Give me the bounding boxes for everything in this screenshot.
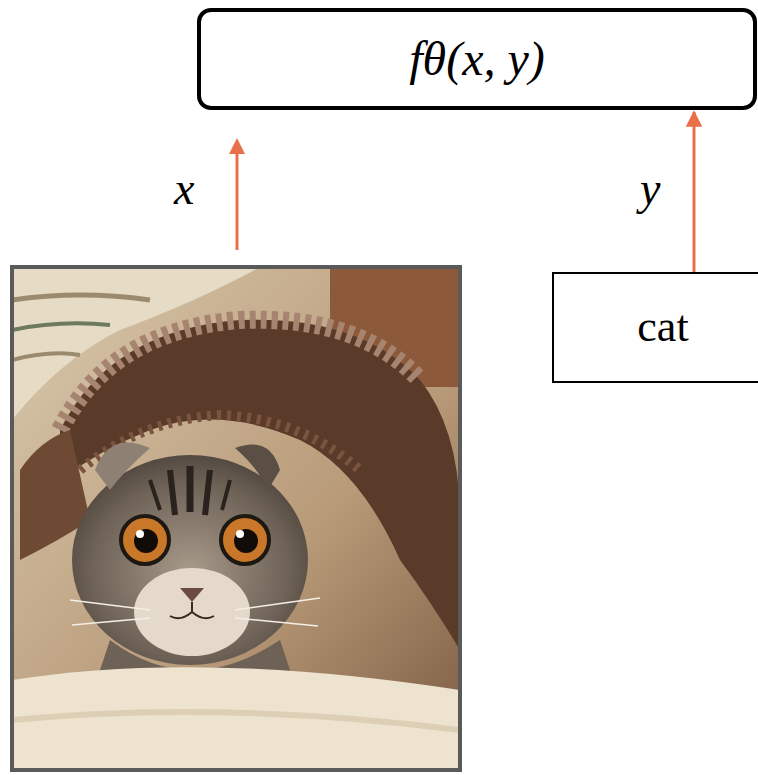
input-variable: y: [640, 164, 660, 215]
label-box: cat: [552, 272, 758, 383]
input-arrow: [236, 150, 239, 250]
function-name: fθ(x, y): [409, 33, 545, 86]
function-box: fθ(x, y): [197, 8, 757, 110]
input-variable: x: [174, 164, 194, 215]
input-arrow: [693, 112, 696, 272]
arrow-head: [229, 138, 245, 154]
class-label: cat: [637, 303, 688, 351]
photo-frame: [12, 267, 460, 770]
cat-photo: [12, 267, 460, 770]
